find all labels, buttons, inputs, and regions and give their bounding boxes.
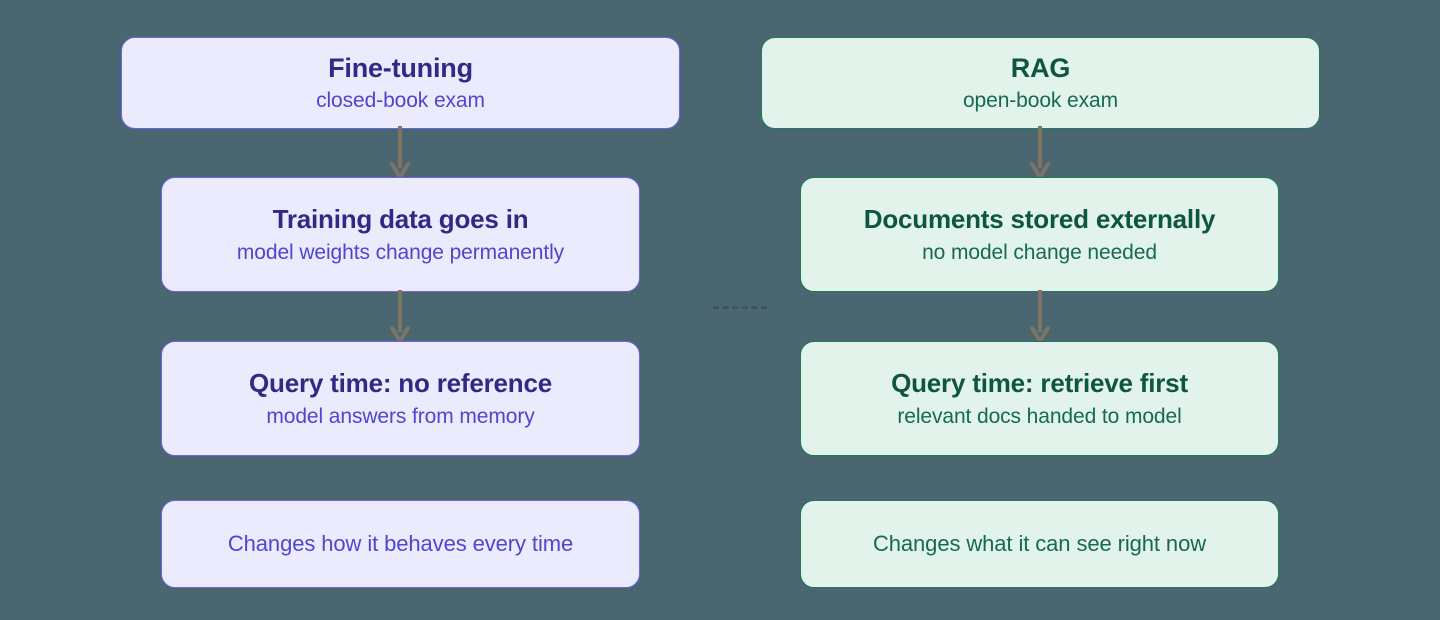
fine-tuning-header-box: Fine-tuning closed-book exam bbox=[121, 37, 680, 129]
fine-tuning-step-1-subtitle: model weights change permanently bbox=[236, 240, 565, 264]
dashed-separator-icon bbox=[713, 306, 767, 309]
fine-tuning-summary-text: Changes how it behaves every time bbox=[227, 530, 574, 556]
down-arrow-icon bbox=[390, 126, 410, 179]
fine-tuning-step-1-box: Training data goes in model weights chan… bbox=[161, 177, 640, 292]
rag-header-box: RAG open-book exam bbox=[761, 37, 1320, 129]
rag-summary-box: Changes what it can see right now bbox=[800, 500, 1279, 588]
rag-header-subtitle: open-book exam bbox=[962, 88, 1119, 112]
rag-step-1-box: Documents stored externally no model cha… bbox=[800, 177, 1279, 292]
fine-tuning-step-2-box: Query time: no reference model answers f… bbox=[161, 341, 640, 456]
rag-header-title: RAG bbox=[1010, 52, 1071, 83]
fine-tuning-step-1-title: Training data goes in bbox=[272, 204, 529, 235]
down-arrow-icon bbox=[1030, 290, 1050, 343]
fine-tuning-header-subtitle: closed-book exam bbox=[316, 88, 485, 112]
fine-tuning-summary-box: Changes how it behaves every time bbox=[161, 500, 640, 588]
down-arrow-icon bbox=[1030, 126, 1050, 179]
fine-tuning-header-title: Fine-tuning bbox=[328, 52, 473, 83]
rag-step-2-box: Query time: retrieve first relevant docs… bbox=[800, 341, 1279, 456]
rag-summary-text: Changes what it can see right now bbox=[872, 530, 1206, 556]
fine-tuning-step-2-subtitle: model answers from memory bbox=[266, 404, 535, 428]
rag-step-1-subtitle: no model change needed bbox=[922, 240, 1157, 264]
rag-step-2-subtitle: relevant docs handed to model bbox=[897, 404, 1182, 428]
rag-step-1-title: Documents stored externally bbox=[863, 204, 1216, 235]
rag-step-2-title: Query time: retrieve first bbox=[891, 368, 1188, 399]
fine-tuning-step-2-title: Query time: no reference bbox=[249, 368, 552, 399]
down-arrow-icon bbox=[390, 290, 410, 343]
